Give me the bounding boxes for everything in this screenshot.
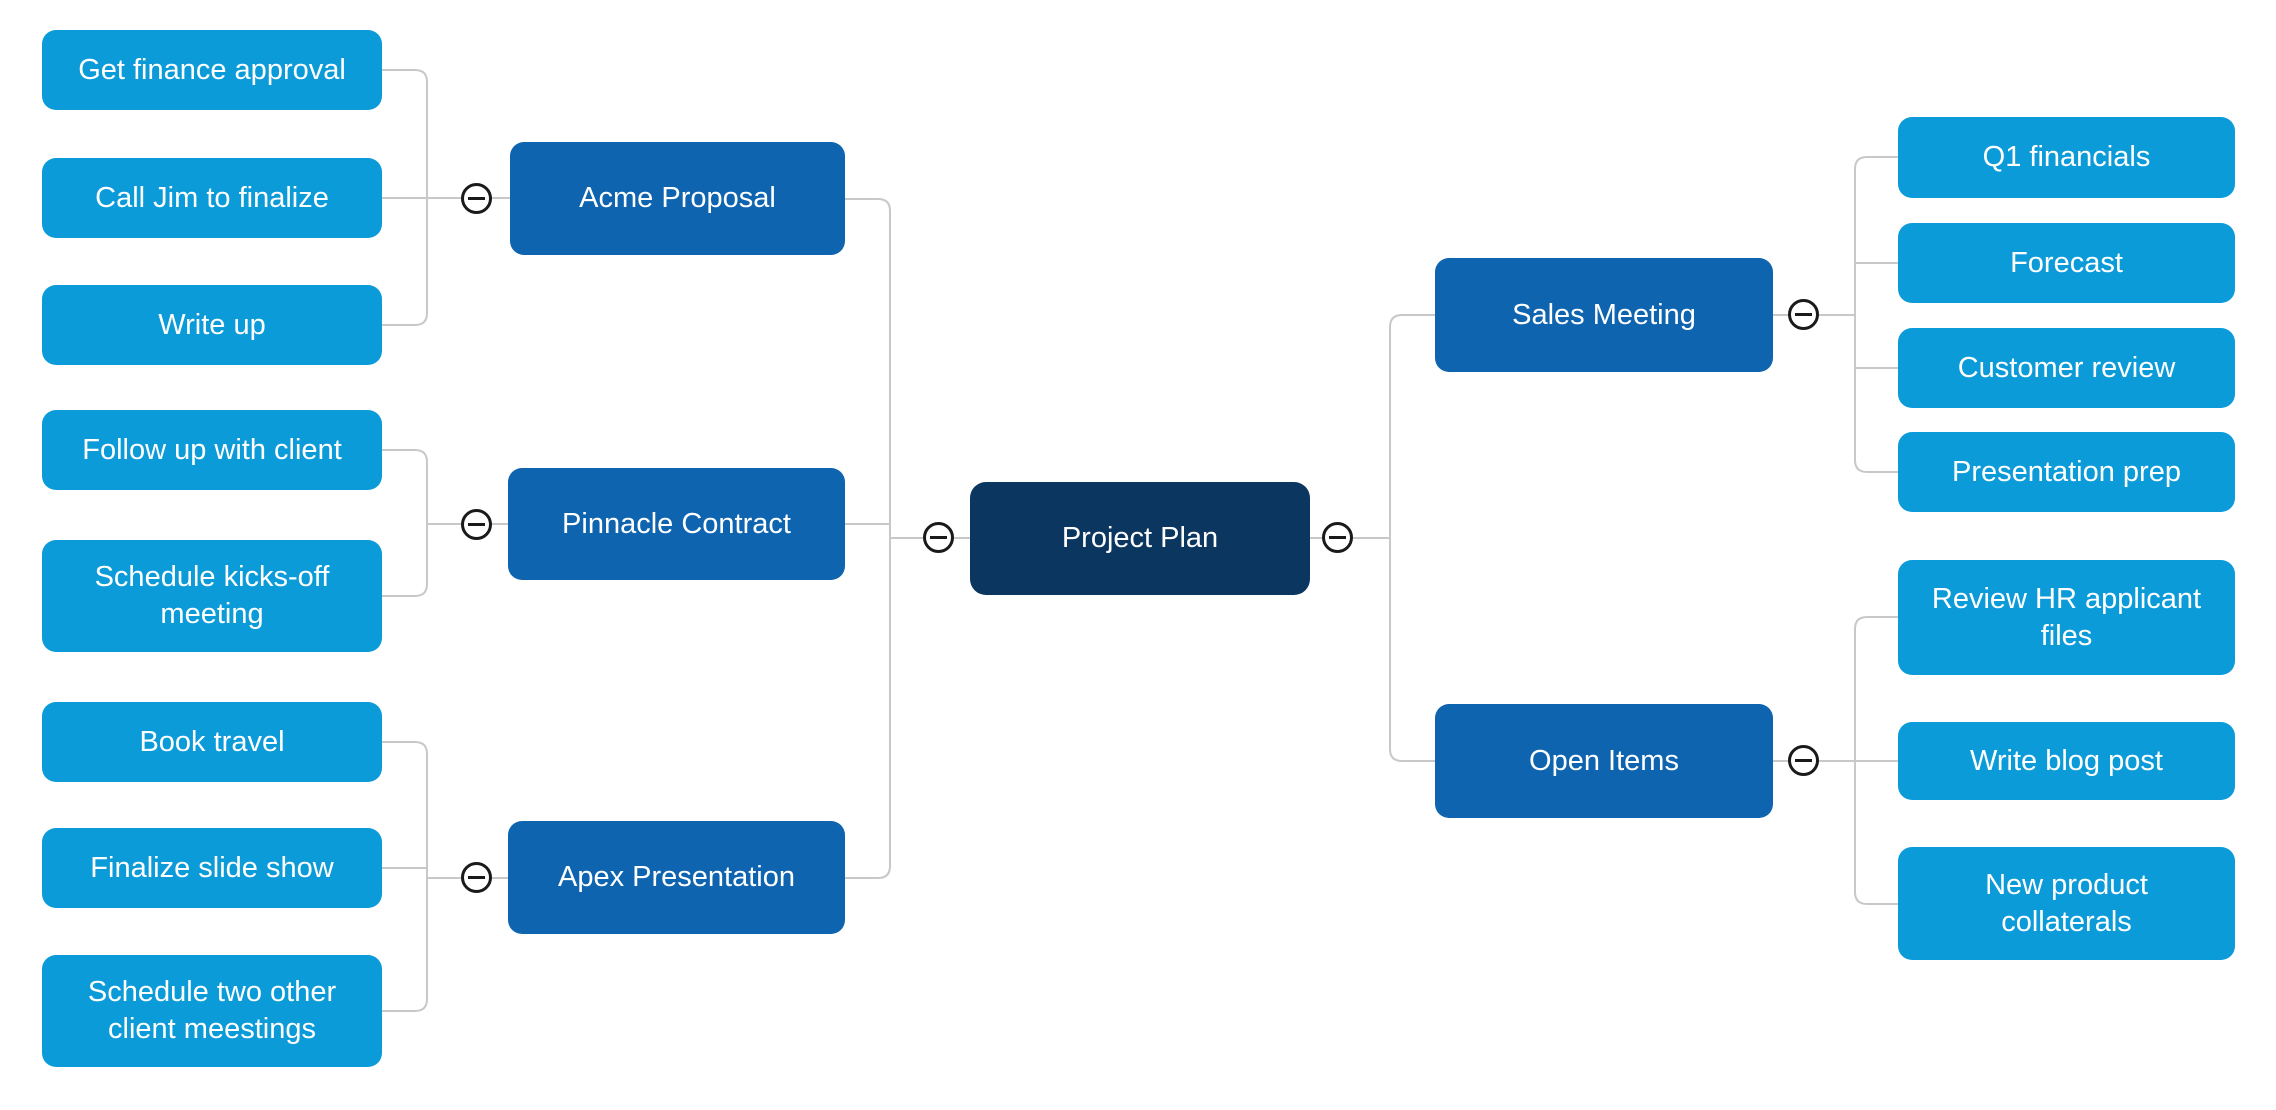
node-review-hr-applicant-files[interactable]: Review HR applicant files — [1898, 560, 2235, 675]
minus-icon — [1329, 536, 1346, 539]
node-label: Customer review — [1957, 351, 2176, 384]
node-call-jim-to-finalize[interactable]: Call Jim to finalize — [42, 158, 382, 238]
node-get-finance-approval[interactable]: Get finance approval — [42, 30, 382, 110]
minus-icon — [468, 523, 485, 526]
node-label: Project Plan — [1061, 522, 1219, 554]
node-customer-review[interactable]: Customer review — [1898, 328, 2235, 408]
node-sales-meeting[interactable]: Sales Meeting — [1435, 258, 1773, 372]
node-label: Follow up with client — [82, 433, 342, 466]
collapse-button-sales-meeting[interactable] — [1788, 299, 1819, 330]
collapse-button-project-plan-right[interactable] — [1322, 522, 1353, 553]
node-label: Schedule kicks-off meeting — [94, 561, 330, 630]
connector-open-items-children-bus — [1854, 616, 1898, 905]
node-label: Sales Meeting — [1512, 298, 1696, 331]
node-label: Write blog post — [1970, 744, 2163, 777]
node-follow-up-with-client[interactable]: Follow up with client — [42, 410, 382, 490]
node-label: Presentation prep — [1952, 455, 2181, 488]
node-presentation-prep[interactable]: Presentation prep — [1898, 432, 2235, 512]
node-write-blog-post[interactable]: Write blog post — [1898, 722, 2235, 800]
node-label: Get finance approval — [78, 53, 346, 86]
minus-icon — [1795, 759, 1812, 762]
node-forecast[interactable]: Forecast — [1898, 223, 2235, 303]
node-label: Finalize slide show — [90, 851, 334, 884]
node-label: Q1 financials — [1982, 141, 2151, 173]
node-write-up[interactable]: Write up — [42, 285, 382, 365]
node-acme-proposal[interactable]: Acme Proposal — [510, 142, 845, 255]
collapse-button-acme-proposal[interactable] — [461, 183, 492, 214]
node-apex-presentation[interactable]: Apex Presentation — [508, 821, 845, 934]
node-project-plan[interactable]: Project Plan — [970, 482, 1310, 595]
connector-pinnacle-children-bus — [382, 449, 428, 597]
node-schedule-kicks-off-meeting[interactable]: Schedule kicks-off meeting — [42, 540, 382, 652]
node-open-items[interactable]: Open Items — [1435, 704, 1773, 818]
node-new-product-collaterals[interactable]: New product collaterals — [1898, 847, 2235, 960]
node-pinnacle-contract[interactable]: Pinnacle Contract — [508, 468, 845, 580]
node-label: Schedule two other client meestings — [87, 976, 337, 1045]
connector-apex-children-bus — [382, 741, 428, 1012]
node-q1-financials[interactable]: Q1 financials — [1898, 117, 2235, 198]
node-finalize-slide-show[interactable]: Finalize slide show — [42, 828, 382, 908]
collapse-button-apex-presentation[interactable] — [461, 862, 492, 893]
node-label: Book travel — [139, 725, 285, 758]
connector-left-branch-bus — [845, 198, 891, 879]
collapse-button-project-plan-left[interactable] — [923, 522, 954, 553]
node-label: Apex Presentation — [558, 861, 795, 893]
collapse-button-open-items[interactable] — [1788, 745, 1819, 776]
node-label: Review HR applicant files — [1931, 582, 2202, 652]
minus-icon — [468, 197, 485, 200]
minus-icon — [1795, 313, 1812, 316]
node-label: Acme Proposal — [579, 182, 776, 214]
node-label: Call Jim to finalize — [95, 181, 329, 214]
node-label: Pinnacle Contract — [562, 507, 791, 540]
collapse-button-pinnacle-contract[interactable] — [461, 509, 492, 540]
node-label: Forecast — [2010, 246, 2123, 279]
connector-sales-children-bus — [1854, 156, 1898, 473]
node-label: Write up — [158, 308, 266, 341]
minus-icon — [468, 876, 485, 879]
minus-icon — [930, 536, 947, 539]
node-label: Open Items — [1529, 744, 1679, 777]
node-schedule-two-other-client-meestings[interactable]: Schedule two other client meestings — [42, 955, 382, 1067]
node-label: New product collaterals — [1985, 868, 2148, 938]
connector-right-branch-bus — [1389, 314, 1435, 762]
node-book-travel[interactable]: Book travel — [42, 702, 382, 782]
